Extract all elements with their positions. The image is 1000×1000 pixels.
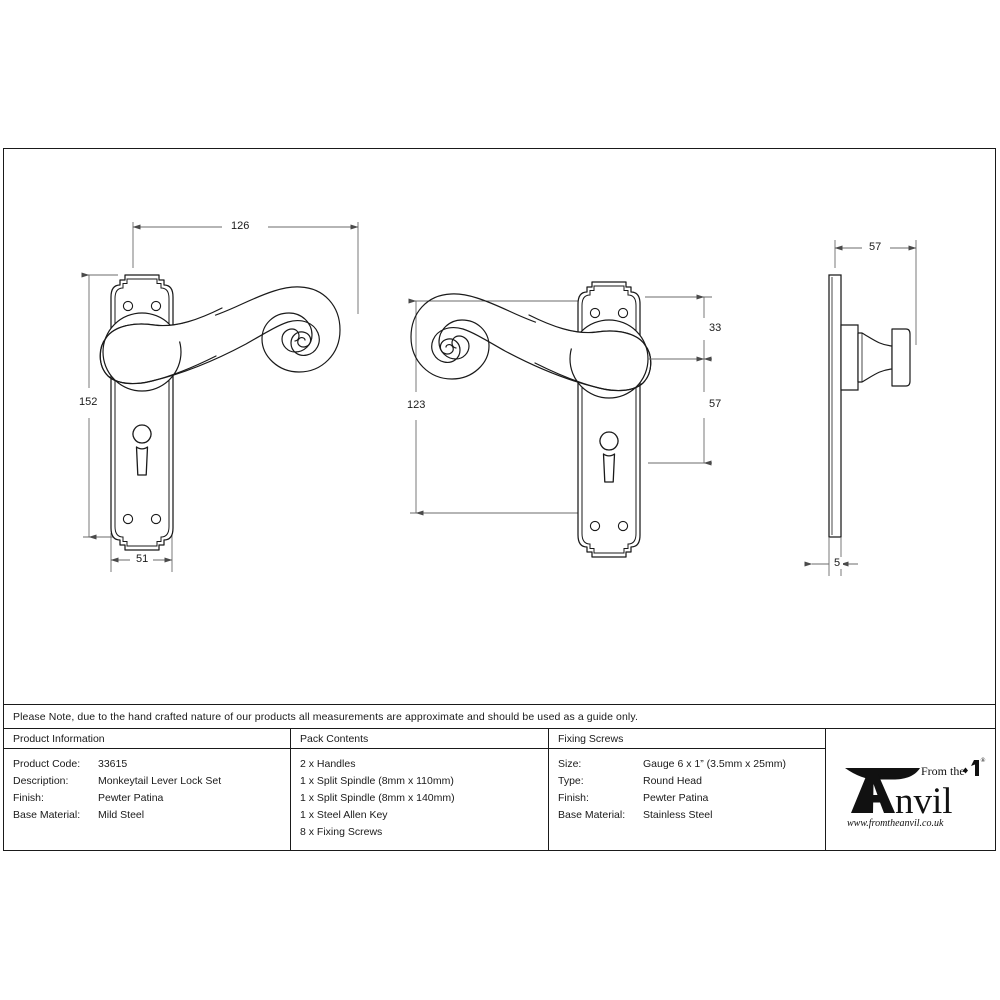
drawing-frame [3, 148, 996, 705]
logo-numeral-one [970, 759, 979, 776]
screw-type-value: Round Head [643, 775, 702, 787]
dimension-label-152: 152 [76, 396, 101, 408]
brand-logo-column: nvil From the ® www.fromtheanvil.co.uk [826, 729, 995, 850]
screw-size-label: Size: [558, 758, 582, 770]
screw-size-value: Gauge 6 x 1” (3.5mm x 25mm) [643, 758, 786, 770]
table-row: Finish: Pewter Patina [558, 790, 825, 807]
dimension-label-51: 51 [133, 553, 152, 565]
list-item: 1 x Steel Allen Key [300, 809, 388, 821]
list-item: 1 x Split Spindle (8mm x 110mm) [300, 775, 454, 787]
finish-value: Pewter Patina [98, 792, 164, 804]
dimension-label-33: 33 [706, 322, 725, 334]
product-information-body: Product Code: 33615 Description: Monkeyt… [4, 749, 290, 824]
description-value: Monkeytail Lever Lock Set [98, 775, 222, 787]
measurement-note-text: Please Note, due to the hand crafted nat… [13, 710, 638, 723]
logo-wordmark: nvil [895, 781, 953, 822]
table-row: Product Code: 33615 [13, 756, 290, 773]
dimension-label-123: 123 [404, 399, 429, 411]
pack-contents-body: 2 x Handles 1 x Split Spindle (8mm x 110… [291, 749, 548, 841]
dimension-label-projection-57: 57 [866, 241, 885, 253]
base-material-label: Base Material: [13, 809, 81, 821]
product-code-value: 33615 [98, 758, 128, 770]
table-row: Description: Monkeytail Lever Lock Set [13, 773, 290, 790]
brand-logo: nvil From the ® www.fromtheanvil.co.uk [826, 729, 995, 850]
registered-mark: ® [980, 757, 985, 764]
table-row: Base Material: Mild Steel [13, 807, 290, 824]
finish-label: Finish: [13, 792, 44, 804]
dimension-label-57: 57 [706, 398, 725, 410]
table-row: Base Material: Stainless Steel [558, 807, 825, 824]
fixing-screws-heading: Fixing Screws [549, 729, 825, 749]
logo-url: www.fromtheanvil.co.uk [847, 818, 944, 829]
anvil-icon [844, 767, 920, 779]
screw-base-material-label: Base Material: [558, 809, 626, 821]
table-row: Finish: Pewter Patina [13, 790, 290, 807]
table-row: Type: Round Head [558, 773, 825, 790]
fixing-screws-column: Fixing Screws Size: Gauge 6 x 1” (3.5mm … [549, 729, 826, 850]
dimension-label-5: 5 [831, 557, 844, 569]
table-row: Size: Gauge 6 x 1” (3.5mm x 25mm) [558, 756, 825, 773]
product-information-column: Product Information Product Code: 33615 … [4, 729, 291, 850]
screw-base-material-value: Stainless Steel [643, 809, 713, 821]
list-item: 1 x Split Spindle (8mm x 140mm) [300, 792, 455, 804]
screw-finish-label: Finish: [558, 792, 589, 804]
fixing-screws-body: Size: Gauge 6 x 1” (3.5mm x 25mm) Type: … [549, 749, 825, 824]
list-item: 2 x Handles [300, 758, 356, 770]
list-item: 8 x Fixing Screws [300, 826, 383, 838]
description-label: Description: [13, 775, 69, 787]
dimension-label-126: 126 [228, 220, 253, 232]
screw-finish-value: Pewter Patina [643, 792, 709, 804]
from-the-anvil-logo: nvil From the ® www.fromtheanvil.co.uk [844, 757, 985, 829]
diamond-icon [962, 767, 968, 773]
measurement-note-row: Please Note, due to the hand crafted nat… [3, 705, 996, 729]
product-info-table: Product Information Product Code: 33615 … [3, 729, 996, 851]
product-information-heading: Product Information [4, 729, 290, 749]
pack-contents-heading: Pack Contents [291, 729, 548, 749]
base-material-value: Mild Steel [98, 809, 145, 821]
screw-type-label: Type: [558, 775, 584, 787]
pack-contents-column: Pack Contents 2 x Handles 1 x Split Spin… [291, 729, 549, 850]
product-code-label: Product Code: [13, 758, 81, 770]
logo-tagline: From the [921, 764, 965, 778]
logo-letter-a [850, 773, 895, 813]
